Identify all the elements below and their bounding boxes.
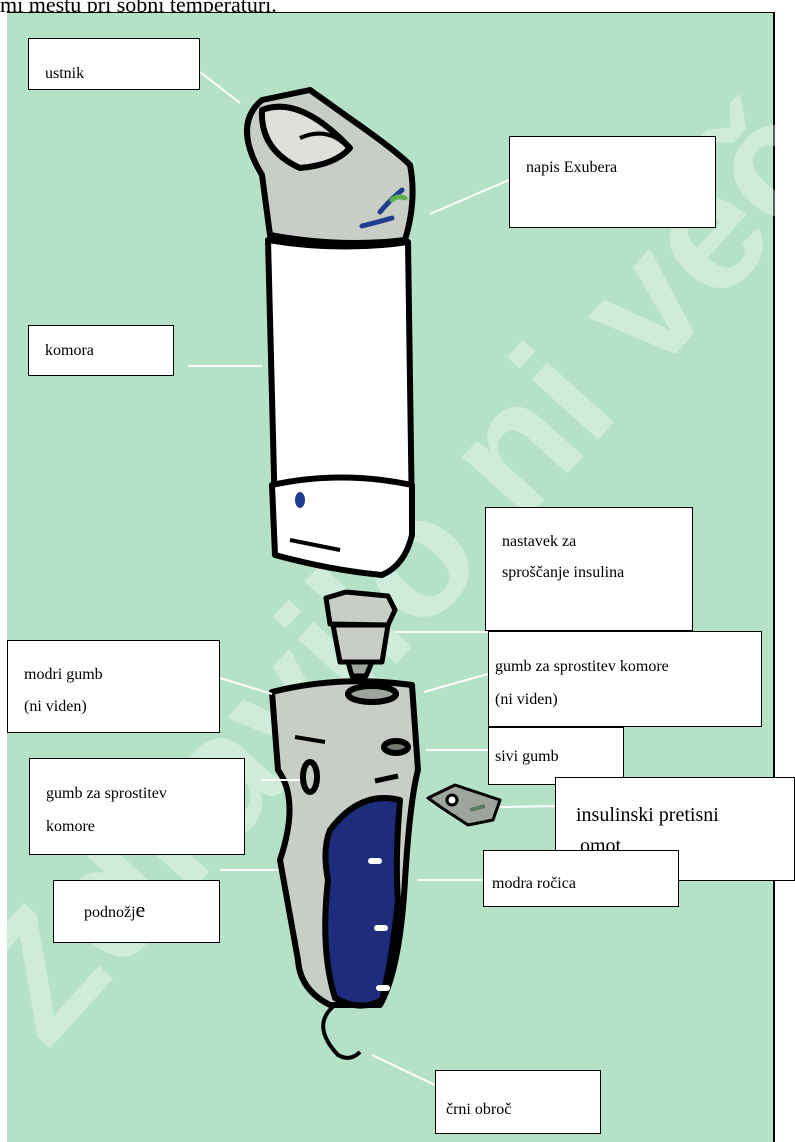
label-sivi-gumb-text: sivi gumb	[495, 744, 623, 770]
label-pretisni-line1: insulinski pretisni	[576, 800, 794, 831]
label-gumb-komore-top-line2: (ni viden)	[495, 683, 761, 716]
label-podnozje-part1: podnožj	[84, 904, 136, 921]
label-gumb-sprostitev-komore-top: gumb za sprostitev komore (ni viden)	[488, 631, 762, 727]
label-nastavek-line1: nastavek za	[502, 526, 692, 557]
label-nastavek-line2: sproščanje insulina	[502, 557, 692, 588]
label-crni-obroc: črni obroč	[435, 1070, 601, 1134]
inhaler-chamber-icon	[268, 240, 412, 575]
label-gumb-komore-top-line1: gumb za sprostitev komore	[495, 650, 761, 683]
blister-pack-icon	[428, 785, 500, 825]
label-modra-rocica: modra ročica	[483, 850, 679, 907]
label-komora-text: komora	[45, 338, 173, 364]
label-ustnik: ustnik	[28, 38, 200, 90]
label-podnozje-text: podnožje	[84, 904, 145, 921]
label-modra-rocica-text: modra ročica	[492, 871, 678, 897]
label-nastavek: nastavek za sproščanje insulina	[485, 507, 693, 631]
label-napis-exubera: napis Exubera	[509, 136, 716, 228]
label-modri-gumb: modri gumb (ni viden)	[7, 640, 220, 733]
label-ustnik-text: ustnik	[45, 61, 199, 87]
label-podnozje: podnožje	[53, 880, 220, 943]
label-gumb-sprostitev-komore-left: gumb za sprostitev komore	[29, 758, 245, 855]
label-crni-obroc-text: črni obroč	[446, 1097, 600, 1123]
label-modri-gumb-line2: (ni viden)	[24, 691, 219, 723]
inhaler-base-icon	[272, 681, 418, 1058]
label-podnozje-part2: e	[136, 897, 146, 922]
label-modri-gumb-line1: modri gumb	[24, 659, 219, 691]
insulin-release-unit-icon	[326, 592, 395, 676]
label-napis-exubera-text: napis Exubera	[526, 155, 715, 181]
label-gumb-komore-left-line2: komore	[46, 810, 244, 843]
label-gumb-komore-left-line1: gumb za sprostitev	[46, 777, 244, 810]
label-komora: komora	[28, 325, 174, 376]
